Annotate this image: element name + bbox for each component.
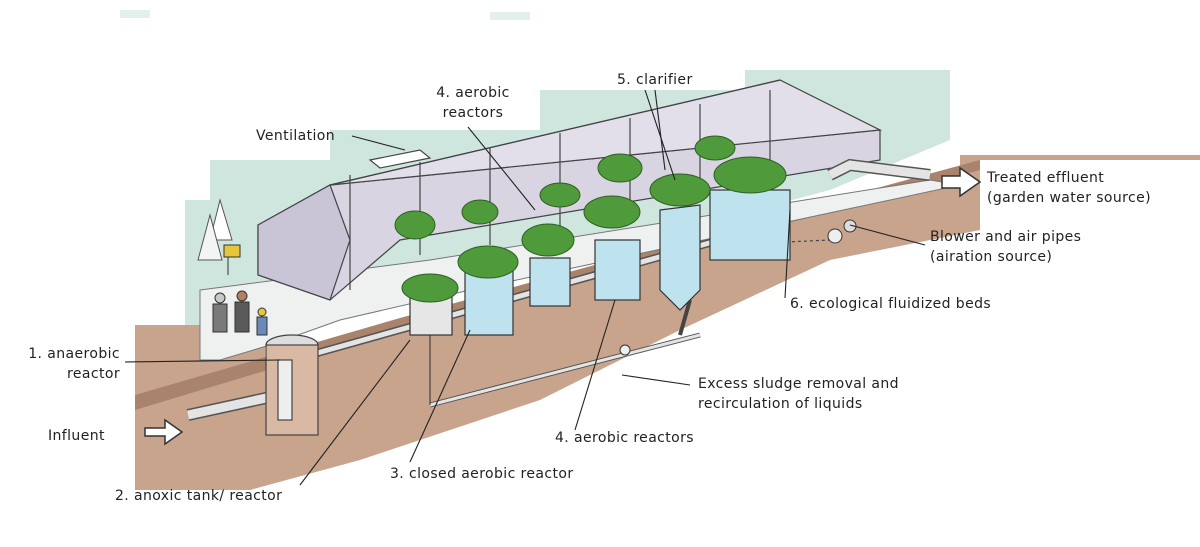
label-anaerobic-reactor-line1: 1. anaerobic [28,346,120,362]
label-anaerobic-reactor: 1. anaerobic reactor [10,344,120,384]
label-anaerobic-reactor-line2: reactor [67,366,120,382]
plants [394,135,787,303]
label-closed-aerobic-reactor: 3. closed aerobic reactor [390,466,574,482]
label-excess-sludge-line2: recirculation of liquids [698,396,863,412]
label-aerobic-reactors-top: 4. aerobic reactors [418,83,528,123]
label-excess-sludge: Excess sludge removal and recirculation … [698,374,899,414]
tanks [409,189,791,336]
label-blower-line1: Blower and air pipes [930,229,1082,245]
label-fluidized-beds: 6. ecological fluidized beds [790,296,992,312]
people [212,290,268,336]
trees [197,198,241,275]
label-blower: Blower and air pipes (airation source) [930,227,1081,267]
label-treated-effluent-line1: Treated effluent [987,170,1105,186]
label-aerobic-reactors-top-line2: reactors [442,105,504,121]
label-clarifier: 5. clarifier [617,72,693,88]
label-treated-effluent: Treated effluent (garden water source) [987,168,1151,208]
label-aerobic-reactors-top-line1: 4. aerobic [436,85,510,101]
label-blower-line2: (airation source) [930,249,1053,265]
label-excess-sludge-line1: Excess sludge removal and [698,376,899,392]
effluent-arrow [941,166,982,198]
label-influent: Influent [48,428,105,444]
label-treated-effluent-line2: (garden water source) [987,190,1151,206]
label-ventilation: Ventilation [256,128,336,144]
blower-unit [619,219,857,356]
anaerobic-reactor [265,334,319,436]
influent-arrow [144,418,184,446]
label-anoxic-tank: 2. anoxic tank/ reactor [115,488,283,504]
label-aerobic-reactors-bottom: 4. aerobic reactors [555,430,694,446]
leader-lines [124,89,926,486]
pipes [186,158,931,421]
